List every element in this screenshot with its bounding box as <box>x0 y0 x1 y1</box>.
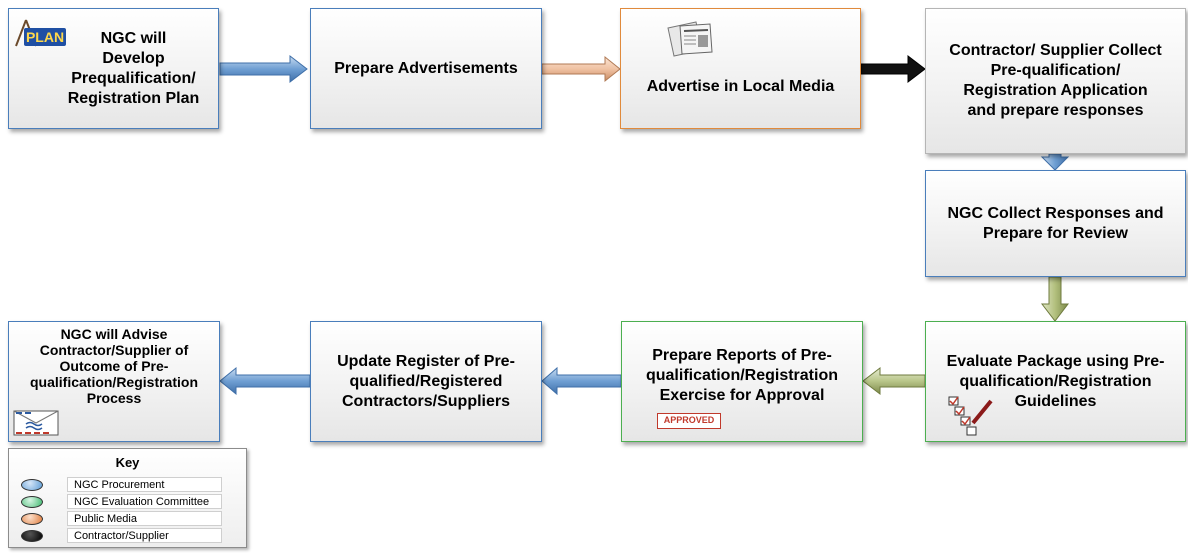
approved-stamp-icon: APPROVED <box>657 413 721 429</box>
envelope-icon <box>12 407 60 437</box>
arrow-register-to-advise <box>219 366 311 396</box>
arrow-reports-to-register <box>541 366 622 396</box>
box-evaluate-package-text: Evaluate Package using Pre- qualificatio… <box>946 352 1165 410</box>
box-update-register: Update Register of Pre- qualified/Regist… <box>310 321 542 442</box>
arrow-media-to-contractor <box>860 54 926 84</box>
arrow-plan-to-ads <box>219 54 308 84</box>
box-advise-outcome-text: NGC will Advise Contractor/Supplier of O… <box>29 326 198 406</box>
plan-icon: PLAN <box>14 12 72 48</box>
legend-label: Contractor/Supplier <box>67 528 222 543</box>
legend-label: NGC Evaluation Committee <box>67 494 222 509</box>
legend-item: Contractor/Supplier <box>19 528 239 545</box>
box-advertise-media: Advertise in Local Media <box>620 8 861 129</box>
legend-item: NGC Procurement <box>19 477 239 494</box>
legend-title: Key <box>115 455 140 470</box>
legend-swatch-procurement <box>21 479 43 491</box>
box-update-register-text: Update Register of Pre- qualified/Regist… <box>337 352 515 410</box>
approved-stamp-text: APPROVED <box>663 415 715 425</box>
box-prepare-ads: Prepare Advertisements <box>310 8 542 129</box>
box-prepare-reports-text: Prepare Reports of Pre- qualification/Re… <box>645 346 838 404</box>
legend-swatch-evaluation <box>21 496 43 508</box>
legend-item: NGC Evaluation Committee <box>19 494 239 511</box>
legend: Key NGC Procurement NGC Evaluation Commi… <box>8 448 247 548</box>
box-prepare-ads-text: Prepare Advertisements <box>334 59 518 77</box>
box-advise-outcome: NGC will Advise Contractor/Supplier of O… <box>8 321 220 442</box>
box-advertise-media-text: Advertise in Local Media <box>646 77 835 95</box>
box-collect-responses-text: NGC Collect Responses and Prepare for Re… <box>947 204 1164 242</box>
legend-label: Public Media <box>67 511 222 526</box>
arrow-collect-to-evaluate <box>1040 276 1070 322</box>
arrow-evaluate-to-reports <box>862 366 926 396</box>
legend-swatch-media <box>21 513 43 525</box>
box-contractor-collect-text: Contractor/ Supplier Collect Pre-qualifi… <box>949 42 1162 119</box>
legend-label: NGC Procurement <box>67 477 222 492</box>
legend-swatch-contractor <box>21 530 43 542</box>
box-develop-plan-text: NGC will Develop Prequalification/ Regis… <box>67 29 200 107</box>
checklist-icon <box>945 393 995 437</box>
legend-item: Public Media <box>19 511 239 528</box>
box-collect-responses: NGC Collect Responses and Prepare for Re… <box>925 170 1186 277</box>
plan-icon-text: PLAN <box>26 29 64 45</box>
box-contractor-collect: Contractor/ Supplier Collect Pre-qualifi… <box>925 8 1186 154</box>
arrow-contractor-to-collect <box>1040 153 1070 171</box>
newspaper-icon <box>666 20 716 58</box>
arrow-ads-to-media <box>541 55 621 83</box>
box-evaluate-package: Evaluate Package using Pre- qualificatio… <box>925 321 1186 442</box>
